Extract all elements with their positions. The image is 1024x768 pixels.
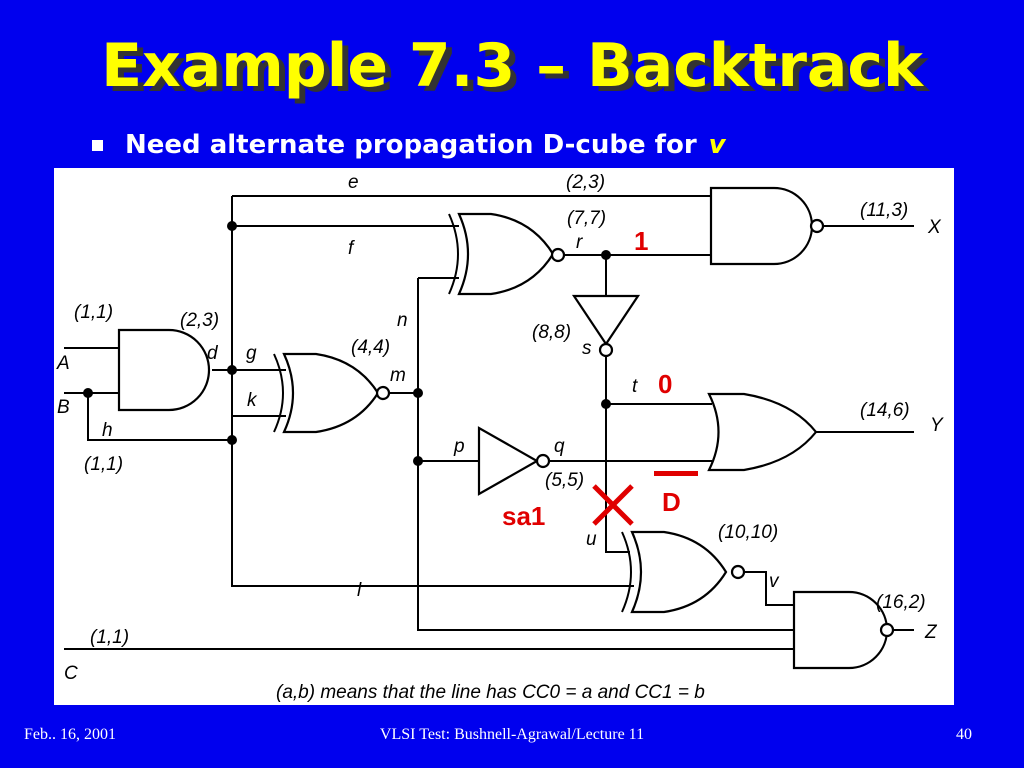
xnor-gate-r (448, 212, 566, 296)
signal-h-label: h (102, 420, 113, 441)
measure-m: (4,4) (351, 337, 390, 358)
measure-d: (2,3) (180, 310, 219, 331)
signal-f-label: f (348, 238, 355, 259)
signal-k-label: k (247, 390, 258, 411)
xnor-gate-v (621, 530, 746, 614)
footer-page-number: 40 (956, 726, 972, 743)
circuit-svg: A B h d g k m n e f r s t p q u l v X Y … (56, 172, 944, 703)
bullet-square-icon (92, 139, 103, 151)
footer-date: Feb.. 16, 2001 (24, 726, 116, 743)
measure-q: (5,5) (545, 470, 584, 491)
measure-y: (14,6) (860, 400, 910, 421)
value-t-annotation: 0 (658, 369, 672, 399)
nand-gate-z (792, 590, 895, 670)
fault-x-icon (592, 484, 634, 526)
circuit-diagram: A B h d g k m n e f r s t p q u l v X Y … (54, 168, 954, 705)
signal-b-label: B (57, 397, 70, 418)
signal-d-label: d (207, 343, 219, 364)
signal-l-label: l (357, 580, 362, 601)
measure-c: (1,1) (90, 627, 129, 648)
or-gate-y (707, 392, 818, 472)
measure-r: (7,7) (567, 208, 606, 229)
and-gate-d (117, 328, 211, 412)
signal-z-label: Z (924, 622, 938, 643)
signal-m-label: m (390, 365, 406, 386)
bullet-text: Need alternate propagation D-cube for (125, 130, 697, 160)
signal-c-label: C (64, 663, 78, 684)
measure-s: (8,8) (532, 322, 571, 343)
measure-e: (2,3) (566, 172, 605, 193)
inverter-q (477, 426, 551, 496)
fault-sa1-annotation: sa1 (502, 501, 545, 531)
bullet-variable: v (708, 130, 726, 160)
signal-v-label: v (769, 571, 780, 592)
measure-labels: (1,1) (2,3) (1,1) (4,4) (2,3) (7,7) (11,… (74, 172, 926, 648)
fault-d-annotation: D (662, 487, 681, 517)
measure-z: (16,2) (876, 592, 926, 613)
xnor-gate-m (273, 352, 391, 434)
value-r-annotation: 1 (634, 226, 648, 256)
signal-e-label: e (348, 172, 359, 193)
d-bar (654, 471, 698, 476)
signal-y-label: Y (930, 415, 944, 436)
signal-x-label: X (927, 217, 942, 238)
signal-r-label: r (576, 232, 583, 253)
signal-n-label: n (397, 310, 408, 331)
inverter-s (571, 294, 641, 358)
signal-q-label: q (554, 436, 565, 457)
signal-p-label: p (453, 436, 465, 457)
signal-t-label: t (632, 376, 638, 397)
bullet-item: Need alternate propagation D-cube for v (92, 125, 726, 165)
measure-h: (1,1) (84, 454, 123, 475)
measure-v: (10,10) (718, 522, 778, 543)
signal-u-label: u (586, 529, 597, 550)
slide-title: Example 7.3 – Backtrack (101, 31, 923, 101)
signal-s-label: s (582, 338, 592, 359)
diagram-legend: (a,b) means that the line has CC0 = a an… (276, 682, 705, 703)
measure-a: (1,1) (74, 302, 113, 323)
junctions (83, 221, 611, 466)
signal-a-label: A (56, 353, 70, 374)
signal-labels: A B h d g k m n e f r s t p q u l v X Y … (56, 172, 944, 684)
signal-g-label: g (246, 343, 257, 364)
footer-course: VLSI Test: Bushnell-Agrawal/Lecture 11 (379, 726, 645, 743)
measure-x: (11,3) (860, 200, 908, 221)
nand-gate-x (709, 186, 825, 266)
